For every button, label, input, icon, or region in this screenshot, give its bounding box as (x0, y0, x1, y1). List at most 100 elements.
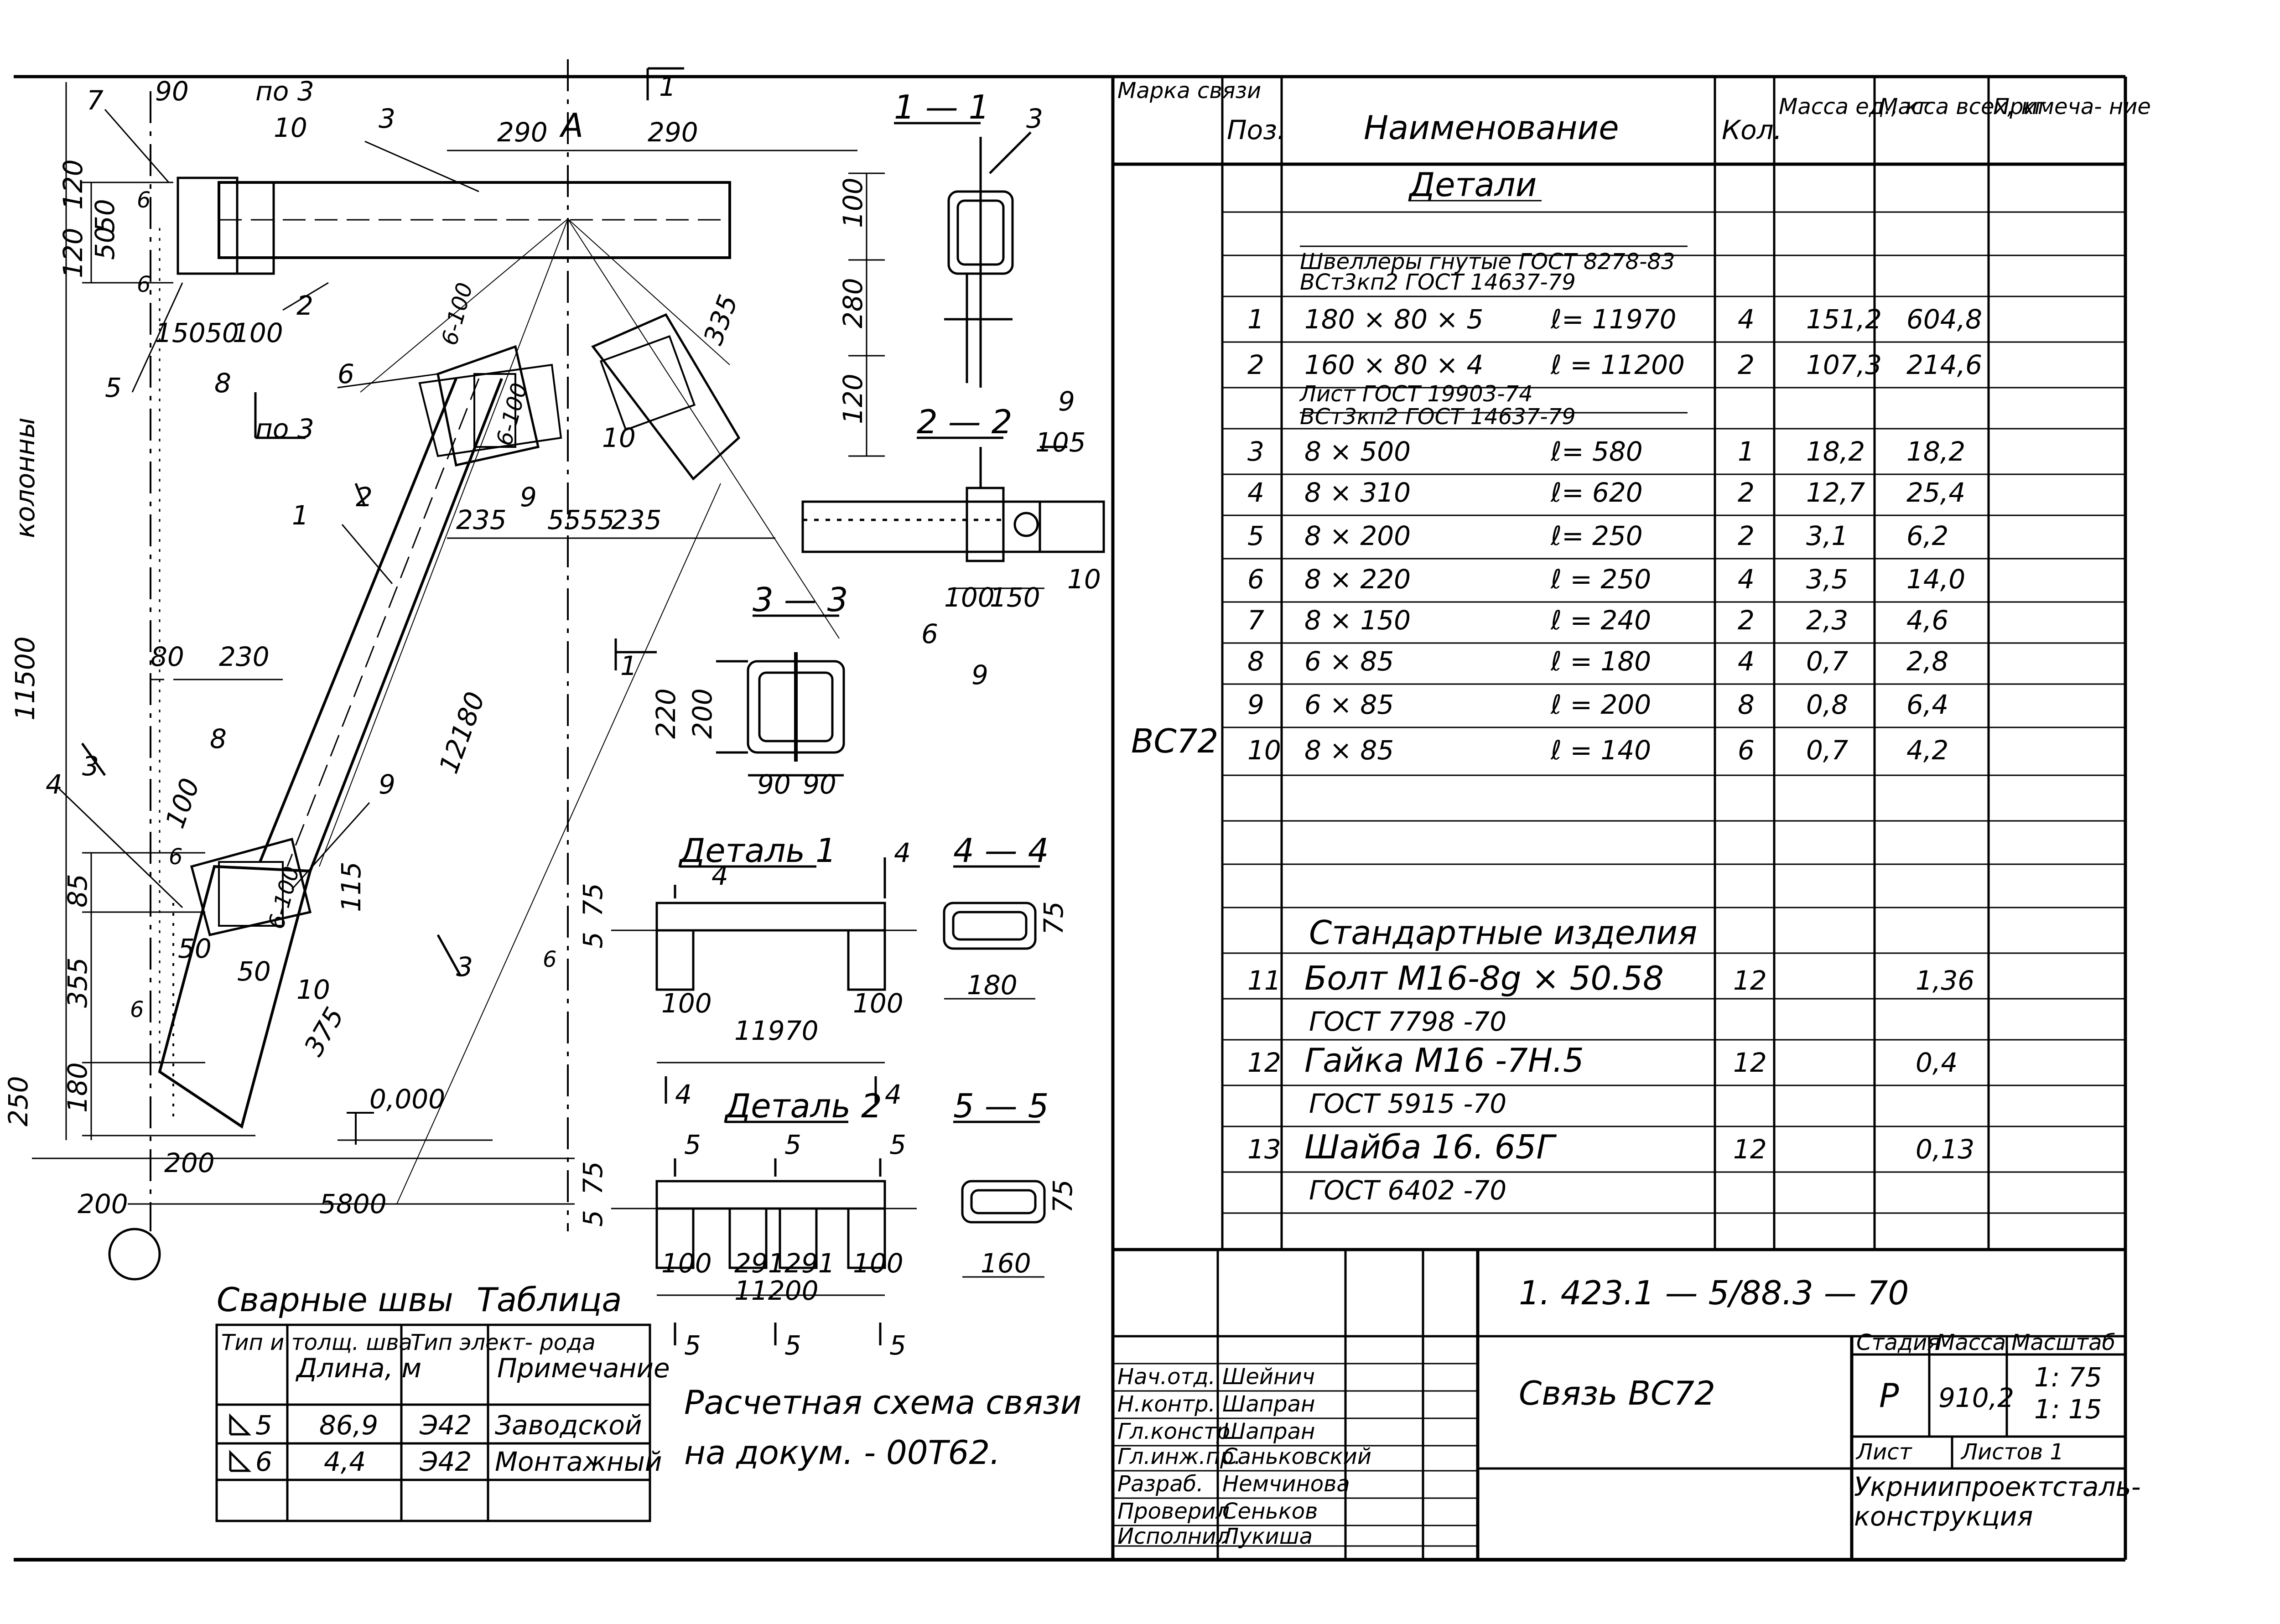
spec-row-mass-unit: 151,2 (1806, 304, 1882, 335)
std-row-qty: 12 (1733, 1134, 1767, 1165)
section-2-2-d150: 150 (990, 582, 1040, 613)
main-elevation (32, 59, 885, 1281)
weld-row1-length: 86,9 (319, 1410, 378, 1441)
doc-code: 1. 423.1 — 5/88.3 — 70 (1519, 1274, 1909, 1312)
spec-row-mass-unit: 3,5 (1806, 564, 1848, 595)
spec-header-mark: Марка связи (1117, 78, 1261, 104)
dim-12180: 12180 (433, 688, 491, 778)
spec-header-name: Наименование (1364, 109, 1619, 147)
dim-85: 85 (62, 874, 93, 908)
staff-name: Шапран (1222, 1391, 1315, 1417)
weld-row1-type: 5 (255, 1410, 272, 1441)
spec-row-pos: 9 (1247, 689, 1264, 720)
section-mark-1: 1 (659, 71, 676, 102)
spec-row-mass-unit: 0,7 (1806, 735, 1848, 766)
spec-row-qty: 4 (1738, 304, 1755, 335)
section-1-1 (894, 122, 1032, 388)
weld-table-header-length: Длина, м (295, 1353, 421, 1384)
pos-1: 1 (292, 500, 309, 531)
spec-row-length: ℓ = 180 (1550, 646, 1651, 677)
dim-115: 115 (336, 861, 367, 912)
dim-280: 280 (837, 278, 868, 328)
pos-3: 3 (379, 103, 395, 134)
spec-row-name: 8 × 200 (1304, 520, 1411, 551)
dim-50-a: 50 (89, 199, 120, 233)
spec-row-qty: 1 (1738, 436, 1755, 467)
staff-role: Гл.инж.пр. (1117, 1444, 1241, 1469)
pos-10: 10 (602, 422, 636, 453)
detail-2-b5c: 5 (889, 1330, 906, 1361)
detail-1-mark4-bl: 4 (675, 1079, 692, 1110)
detail-2-m5c: 5 (889, 1129, 906, 1160)
detail-2 (611, 1121, 917, 1345)
std-row-mass-all: 0,4 (1916, 1047, 1958, 1078)
spec-row-pos: 8 (1247, 646, 1264, 677)
spec-row-name: 8 × 500 (1304, 436, 1411, 467)
std-row-pos: 12 (1247, 1047, 1281, 1078)
section-2-2-d100: 100 (944, 582, 995, 613)
dim-200-a: 200 (164, 1147, 215, 1178)
section-2-2-pos9: 9 (1058, 386, 1075, 417)
weld-table-label: Таблица (477, 1281, 622, 1319)
spec-row-pos: 2 (1247, 349, 1264, 380)
pos-6-lower: 6 (543, 947, 557, 972)
detail-1-length: 11970 (734, 1015, 819, 1046)
detail-2-length: 11200 (734, 1275, 819, 1306)
dim-120-top: 120 (57, 159, 88, 210)
pos-2: 2 (296, 290, 313, 321)
staff-name: Шапран (1222, 1419, 1315, 1444)
spec-row-name: 180 × 80 × 5 (1304, 304, 1483, 335)
spec-row-pos: 1 (1247, 304, 1264, 335)
spec-table-grid (1111, 77, 2127, 1560)
dim-100-right: 100 (837, 177, 868, 228)
staff-role: Исполнил (1117, 1524, 1230, 1549)
std-row-qty: 12 (1733, 1047, 1767, 1078)
section-mark-3b: 3 (456, 951, 473, 982)
spec-row-length: ℓ = 240 (1550, 605, 1651, 636)
section-5-5-d75: 75 (1047, 1179, 1078, 1213)
section-2-2-title: 2 — 2 (917, 403, 1012, 441)
mass-label: Масса (1936, 1330, 2006, 1355)
detail-2-m5a: 5 (684, 1129, 701, 1160)
spec-header-mass-unit: Масса ед., кг (1779, 94, 1930, 119)
spec-row-length: ℓ = 200 (1550, 689, 1651, 720)
detail-2-b5b: 5 (784, 1330, 801, 1361)
dim-11500: 11500 (10, 636, 41, 721)
org-line1: Укрниипроектсталь- (1854, 1471, 2141, 1502)
section-3-3-mark: 1 (620, 650, 637, 681)
pos-10-lower: 10 (296, 974, 330, 1005)
dim-120-bottom: 120 (57, 228, 88, 278)
spec-gost1-line1: Швеллеры гнутые ГОСТ 8278-83 (1300, 249, 1675, 275)
dim-po3: по 3 (255, 76, 314, 107)
dim-150: 150 (155, 317, 206, 348)
staff-role: Гл.констр. (1117, 1419, 1237, 1444)
calc-note-line1: Расчетная схема связи (684, 1383, 1082, 1422)
staff-role: Нач.отд. (1117, 1364, 1215, 1390)
detail-2-b5a: 5 (684, 1330, 701, 1361)
dim-6-b: 6 (137, 272, 151, 297)
detail-2-m5b: 5 (784, 1129, 801, 1160)
spec-gost2-line1: Лист ГОСТ 19903-74 (1299, 381, 1533, 407)
spec-row-mass-unit: 0,7 (1806, 646, 1848, 677)
spec-row-name: 6 × 85 (1304, 646, 1394, 677)
detail-1-mark4-br: 4 (885, 1079, 902, 1110)
spec-row-name: 8 × 220 (1304, 564, 1411, 595)
spec-section-details: Детали (1408, 166, 1537, 204)
pos-7: 7 (87, 85, 104, 116)
weld-row2-electrode: Э42 (419, 1446, 472, 1477)
weld-table (215, 1323, 651, 1522)
weld-table-header-note: Примечание (497, 1353, 670, 1384)
spec-row-mass-all: 25,4 (1906, 477, 1965, 508)
pos-9: 9 (520, 482, 537, 513)
detail-2-d100a: 100 (661, 1248, 712, 1279)
staff-name: Сеньков (1222, 1499, 1318, 1524)
spec-row-mass-unit: 18,2 (1806, 436, 1865, 467)
spec-row-mass-all: 214,6 (1906, 349, 1982, 380)
staff-rows: Нач.отд.ШейничН.контр.ШапранГл.констр.Ша… (1117, 1364, 1371, 1549)
std-row-pos: 13 (1247, 1134, 1281, 1165)
std-row-gost: ГОСТ 5915 -70 (1309, 1088, 1506, 1119)
dim-50-b: 50 (89, 226, 120, 260)
dim-100-b: 100 (159, 774, 206, 832)
spec-row-pos: 6 (1247, 564, 1264, 595)
dim-6-a: 6 (137, 187, 151, 213)
